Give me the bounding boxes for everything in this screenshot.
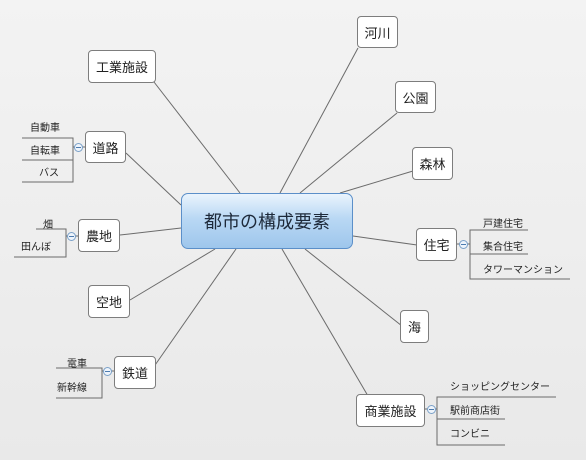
subtopic-hatake[interactable]: 畑 xyxy=(43,216,53,231)
subtopic-basu[interactable]: バス xyxy=(39,164,59,179)
collapse-toggle-shogyo[interactable] xyxy=(427,405,436,414)
topic-shogyo-shisetsu[interactable]: 商業施設 xyxy=(356,394,425,427)
subtopic-ekimae-shotengai[interactable]: 駅前商店街 xyxy=(450,402,500,417)
subtopic-label: ショッピングセンター xyxy=(450,382,550,393)
subtopic-label: 戸建住宅 xyxy=(483,219,523,230)
subtopic-label: バス xyxy=(39,168,59,179)
link-doro xyxy=(125,152,182,206)
topic-kasen[interactable]: 河川 xyxy=(357,16,398,48)
collapse-toggle-nochi[interactable] xyxy=(67,232,76,241)
subtopic-label: 自転車 xyxy=(30,146,60,157)
topic-tetsudo[interactable]: 鉄道 xyxy=(114,356,156,389)
topic-koen[interactable]: 公園 xyxy=(395,81,436,113)
subtopic-conbini[interactable]: コンビニ xyxy=(450,425,490,440)
link-akichi xyxy=(129,248,216,301)
subtopic-kodate-jutaku[interactable]: 戸建住宅 xyxy=(483,215,523,230)
link-kogyo xyxy=(153,81,241,194)
topic-tetsudo-label: 鉄道 xyxy=(121,367,148,382)
topic-akichi[interactable]: 空地 xyxy=(88,285,130,318)
subtopic-label: 新幹線 xyxy=(57,383,87,394)
subtopic-label: 駅前商店街 xyxy=(450,406,500,417)
topic-doro-label: 道路 xyxy=(92,141,119,157)
subtopic-label: 自動車 xyxy=(30,123,60,134)
collapse-toggle-jutaku[interactable] xyxy=(459,240,468,249)
central-topic-label: 都市の構成要素 xyxy=(204,212,330,233)
topic-umi-label: 海 xyxy=(407,321,421,336)
branch-shogyo-leaves xyxy=(436,396,556,446)
subtopic-tanbo[interactable]: 田んぼ xyxy=(21,238,51,253)
link-jutaku xyxy=(352,235,418,246)
subtopic-label: コンビニ xyxy=(450,429,490,440)
topic-kogyo-shisetsu[interactable]: 工業施設 xyxy=(88,50,156,83)
topic-koen-label: 公園 xyxy=(402,91,429,107)
subtopic-label: 集合住宅 xyxy=(483,242,523,253)
topic-shinrin[interactable]: 森林 xyxy=(412,147,453,180)
link-shinrin xyxy=(339,170,414,194)
collapse-toggle-tetsudo[interactable] xyxy=(103,367,112,376)
link-kasen xyxy=(279,47,359,194)
subtopic-shugo-jutaku[interactable]: 集合住宅 xyxy=(483,238,523,253)
subtopic-densha[interactable]: 電車 xyxy=(67,355,87,370)
link-koen xyxy=(299,112,398,194)
topic-jutaku[interactable]: 住宅 xyxy=(416,228,457,261)
subtopic-label: 畑 xyxy=(43,220,53,231)
central-topic[interactable]: 都市の構成要素 xyxy=(181,193,353,249)
topic-umi[interactable]: 海 xyxy=(400,310,429,343)
subtopic-jidosha[interactable]: 自動車 xyxy=(30,119,60,134)
topic-nochi-label: 農地 xyxy=(85,230,112,245)
topic-akichi-label: 空地 xyxy=(95,296,122,311)
link-umi xyxy=(304,248,403,327)
collapse-toggle-doro[interactable] xyxy=(74,143,83,152)
topic-nochi[interactable]: 農地 xyxy=(78,219,120,252)
subtopic-jitensha[interactable]: 自転車 xyxy=(30,142,60,157)
link-nochi xyxy=(119,227,182,236)
link-shogyo xyxy=(281,248,369,397)
subtopic-shinkansen[interactable]: 新幹線 xyxy=(57,379,87,394)
topic-doro[interactable]: 道路 xyxy=(85,131,126,163)
topic-shinrin-label: 森林 xyxy=(419,158,446,173)
subtopic-tower-mansion[interactable]: タワーマンション xyxy=(483,261,563,276)
branch-tetsudo-leaves xyxy=(56,367,103,399)
link-tetsudo xyxy=(152,248,237,369)
branch-nochi-leaves xyxy=(14,228,67,258)
topic-shogyo-shisetsu-label: 商業施設 xyxy=(364,405,417,420)
subtopic-label: タワーマンション xyxy=(483,265,563,276)
subtopic-label: 田んぼ xyxy=(21,242,51,253)
subtopic-label: 電車 xyxy=(67,359,87,370)
topic-kasen-label: 河川 xyxy=(364,26,391,42)
topic-kogyo-shisetsu-label: 工業施設 xyxy=(95,61,148,76)
topic-jutaku-label: 住宅 xyxy=(423,239,450,254)
subtopic-shopping-center[interactable]: ショッピングセンター xyxy=(450,378,550,393)
